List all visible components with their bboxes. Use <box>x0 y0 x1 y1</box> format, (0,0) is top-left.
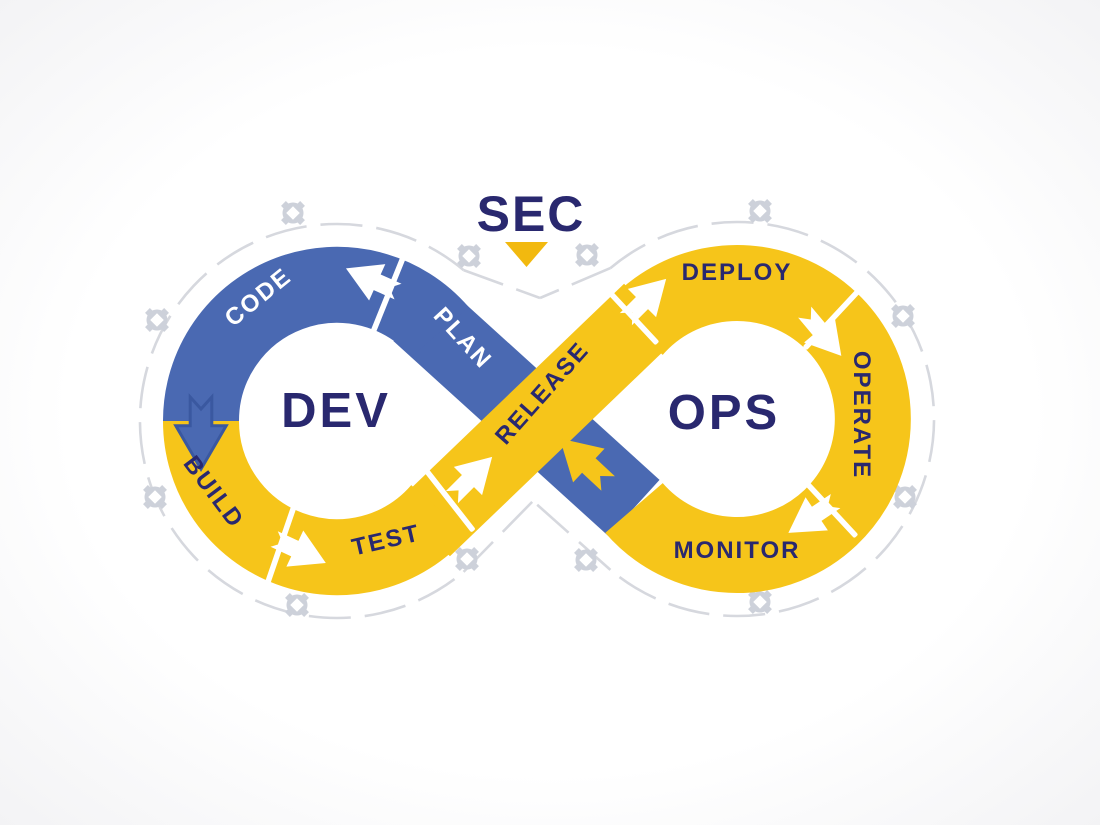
gear-icon <box>748 590 772 614</box>
dashed-circle-left <box>138 222 465 620</box>
sec-header: SEC <box>477 186 586 267</box>
dashed-arm-top-left <box>463 268 541 300</box>
dashed-arm-bottom-right <box>532 500 612 571</box>
gear-icon <box>575 243 599 267</box>
ribbon-ops-arc <box>605 245 911 593</box>
dashed-circle-right <box>609 220 936 618</box>
gear-icon <box>748 199 772 223</box>
stage-label-deploy: DEPLOY <box>682 259 793 286</box>
gear-icon <box>455 547 479 571</box>
gear-icon <box>574 548 598 572</box>
ops-label: OPS <box>668 386 780 440</box>
sec-triangle-icon <box>505 242 548 267</box>
gear-icon <box>891 304 915 328</box>
gear-icon <box>145 308 169 332</box>
gear-icon <box>143 485 167 509</box>
gear-icon <box>285 593 309 617</box>
dashed-arm-top-right <box>539 266 611 300</box>
gear-icon <box>281 201 305 225</box>
dashed-outline <box>138 220 936 620</box>
dev-label: DEV <box>281 384 391 438</box>
separator-test-release <box>419 462 475 532</box>
gear-icon <box>893 485 917 509</box>
gear-icon <box>457 244 481 268</box>
sec-label: SEC <box>477 186 586 242</box>
stage-label-monitor: MONITOR <box>674 537 801 564</box>
stage-label-operate: OPERATE <box>848 351 875 479</box>
ribbon-code-arc <box>162 246 469 422</box>
